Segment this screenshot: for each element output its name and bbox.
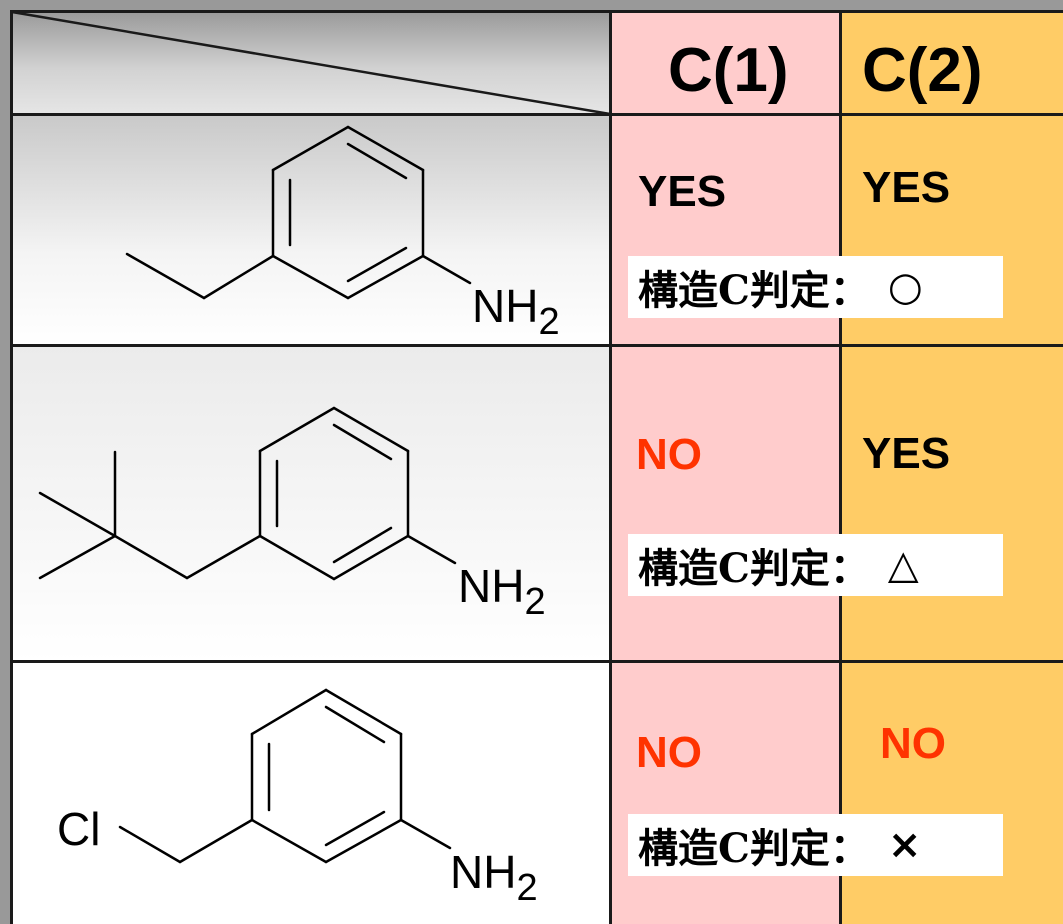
molecule-row2: NH2 [38,406,546,623]
row1-verdict-box: 構造C判定： ○ [628,256,1003,318]
row3-amine-subscript: 2 [516,867,537,909]
row1-c2-answer: YES [862,163,951,212]
row1-verdict-label: 構造C判定： [638,267,870,314]
svg-text:NH2: NH2 [472,280,560,343]
grid-line-row2 [10,344,1063,347]
row1-verdict-mark: ○ [887,264,923,310]
row1-c1-answer: YES [638,167,727,216]
row3-structure-cell [12,662,612,924]
grid-line-left [10,10,13,924]
row1-structure-cell [12,115,612,346]
row3-c2-answer: NO [880,719,946,768]
row2-verdict-box: 構造C判定： △ [628,534,1003,596]
row2-structure-cell [12,346,612,662]
header-c1: C(1) [668,36,789,105]
row3-halogen-label: Cl [57,803,100,855]
grid-line-top [10,10,1063,13]
svg-text:NH2: NH2 [458,560,546,623]
grid-line-mid2 [839,10,842,924]
header-c2: C(2) [862,36,983,105]
svg-text:NH2: NH2 [450,846,538,909]
row2-c1-answer: NO [636,430,702,479]
row1-amine-label: NH [472,280,538,332]
grid-line-row3 [10,660,1063,663]
header-diagonal [11,10,611,116]
c2-column [841,12,1063,924]
c1-column [612,12,841,924]
row2-verdict-mark: △ [887,542,919,588]
row1-amine-subscript: 2 [538,301,559,343]
row2-verdict-label: 構造C判定： [638,545,870,592]
row2-c2-answer: YES [862,429,951,478]
row3-amine-label: NH [450,846,516,898]
row3-verdict-mark: × [887,822,922,868]
row2-amine-label: NH [458,560,524,612]
row3-verdict-box: 構造C判定： × [628,814,1003,876]
molecule-row1: NH2 [125,125,560,343]
row2-amine-subscript: 2 [524,581,545,623]
grid-line-mid1 [609,10,612,924]
row3-c1-answer: NO [636,728,702,777]
row3-verdict-label: 構造C判定： [638,825,870,872]
grid-line-row1 [10,113,1063,116]
molecule-row3: Cl NH2 [57,688,538,909]
